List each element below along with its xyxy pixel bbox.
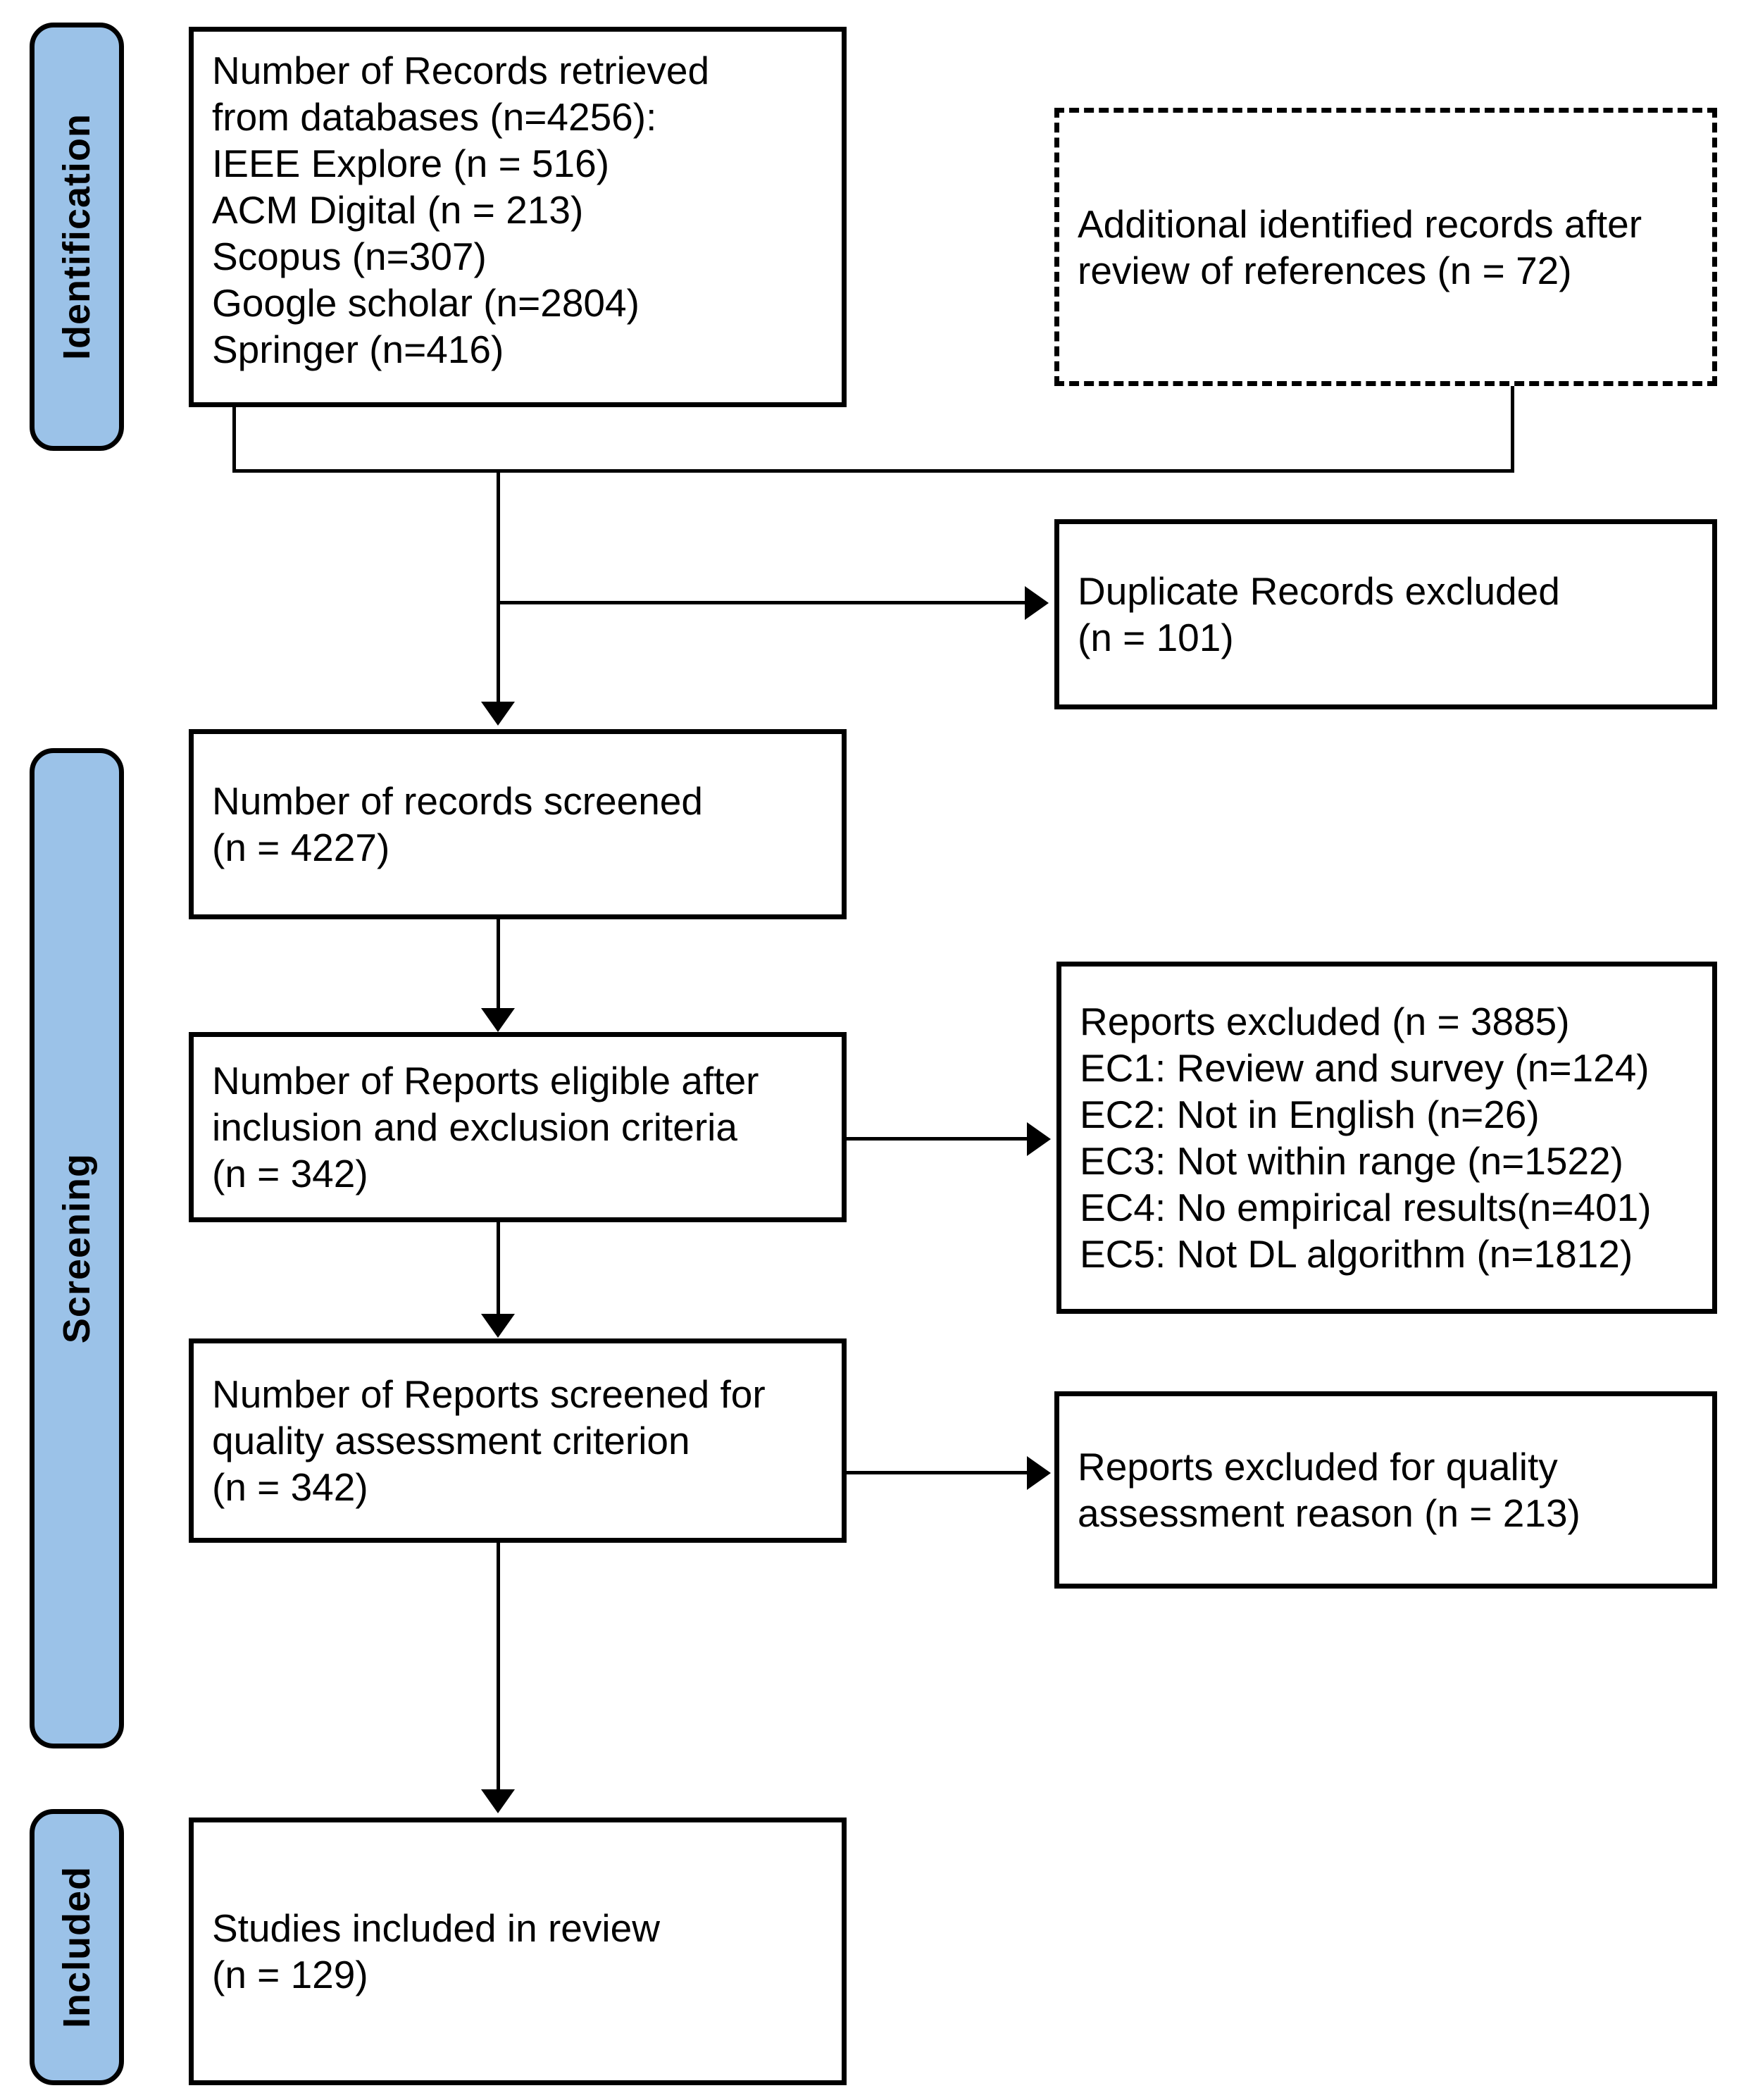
node-records-retrieved: Number of Records retrieved from databas…: [189, 27, 847, 407]
arrow-to-reports-eligible: [481, 1008, 515, 1032]
connector-quality-to-included: [497, 1543, 500, 1789]
node-duplicates-excluded-text: Duplicate Records excluded (n = 101): [1078, 569, 1560, 659]
arrow-to-reports-excluded: [1027, 1122, 1051, 1156]
arrow-to-studies-included: [481, 1789, 515, 1813]
arrow-to-duplicates: [1025, 586, 1049, 620]
connector-eligible-to-excluded: [847, 1137, 1027, 1141]
connector-screened-to-eligible: [497, 919, 500, 1008]
node-reports-quality-screened: Number of Reports screened for quality a…: [189, 1338, 847, 1543]
node-quality-excluded: Reports excluded for quality assessment …: [1054, 1391, 1717, 1589]
connector-merge-bus: [232, 469, 1514, 473]
node-reports-eligible-text: Number of Reports eligible after inclusi…: [212, 1059, 759, 1195]
connector-eligible-to-quality: [497, 1222, 500, 1314]
arrow-to-quality-screened: [481, 1314, 515, 1338]
phase-label-included: Included: [56, 1865, 98, 2028]
connector-trunk-to-screened: [497, 469, 500, 702]
phase-bar-identification: Identification: [30, 23, 124, 451]
connector-to-duplicates: [497, 601, 1025, 604]
phase-label-identification: Identification: [56, 113, 98, 360]
node-records-screened: Number of records screened (n = 4227): [189, 729, 847, 919]
node-additional-records: Additional identified records after revi…: [1054, 108, 1717, 386]
node-reports-excluded: Reports excluded (n = 3885) EC1: Review …: [1056, 962, 1717, 1314]
arrow-to-quality-excluded: [1027, 1456, 1051, 1490]
node-reports-quality-screened-text: Number of Reports screened for quality a…: [212, 1372, 766, 1509]
node-studies-included: Studies included in review (n = 129): [189, 1818, 847, 2085]
node-reports-eligible: Number of Reports eligible after inclusi…: [189, 1032, 847, 1222]
phase-label-screening: Screening: [56, 1152, 98, 1344]
node-quality-excluded-text: Reports excluded for quality assessment …: [1078, 1445, 1580, 1535]
phase-bar-included: Included: [30, 1809, 124, 2085]
node-duplicates-excluded: Duplicate Records excluded (n = 101): [1054, 519, 1717, 709]
connector-additional-down: [1511, 386, 1514, 472]
phase-bar-screening: Screening: [30, 748, 124, 1748]
connector-quality-to-excluded: [847, 1471, 1027, 1474]
arrow-to-records-screened: [481, 702, 515, 726]
node-studies-included-text: Studies included in review (n = 129): [212, 1906, 660, 1996]
node-additional-records-text: Additional identified records after revi…: [1078, 201, 1642, 292]
node-records-screened-text: Number of records screened (n = 4227): [212, 779, 703, 869]
node-records-retrieved-text: Number of Records retrieved from databas…: [212, 49, 710, 371]
node-reports-excluded-text: Reports excluded (n = 3885) EC1: Review …: [1080, 1000, 1652, 1276]
connector-retrieved-down: [232, 407, 236, 472]
